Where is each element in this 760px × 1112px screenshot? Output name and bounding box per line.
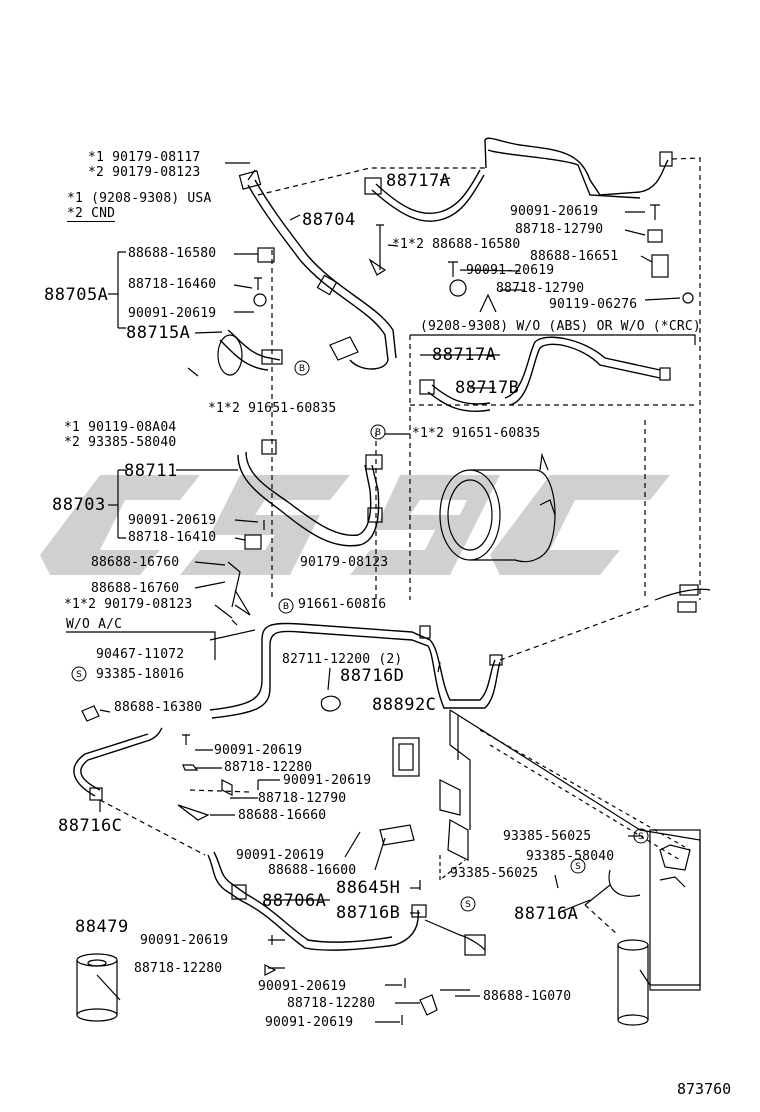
symbol-b-3: B	[283, 602, 289, 612]
part-label: 88688-16660	[238, 808, 327, 823]
part-label: 93385-56025	[450, 866, 539, 881]
part-label: 88718-16410	[128, 530, 217, 545]
compressor	[439, 452, 556, 563]
symbol-b-2: B	[375, 428, 381, 438]
part-label: 93385-18016	[96, 667, 185, 682]
symbol-s-3: S	[575, 862, 581, 872]
part-label: *1 90179-08117	[88, 150, 201, 165]
part-label: 90091-20619	[236, 848, 325, 863]
part-label: 88688-1G070	[483, 989, 572, 1004]
part-label: 88718-12280	[287, 996, 376, 1011]
symbol-s-2: S	[638, 832, 644, 842]
part-label: 88716B	[336, 903, 401, 923]
symbol-b-1: B	[299, 364, 305, 374]
part-label: 88688-16600	[268, 863, 357, 878]
part-label: 88706A	[262, 891, 327, 911]
part-label: 88718-12790	[258, 791, 347, 806]
part-label: 88688-16651	[530, 249, 619, 264]
part-label: 90091-20619	[265, 1015, 354, 1030]
part-label: *2 93385-58040	[64, 435, 177, 450]
part-label: 88716C	[58, 816, 123, 836]
part-label: 88703	[52, 495, 106, 515]
receiver-dryer	[617, 939, 649, 1026]
wo-ac-label: W/O A/C	[66, 617, 123, 632]
part-label: 82711-12200 (2)	[282, 652, 403, 667]
part-label: 88717B	[455, 378, 520, 398]
part-label: 88716A	[514, 904, 579, 924]
part-label: 91661-60816	[298, 597, 387, 612]
part-label: 90091-20619	[466, 263, 555, 278]
variant-label: (9208-9308) W/O (ABS) OR W/O (*CRC)	[420, 319, 701, 334]
part-label: 88711	[124, 461, 178, 481]
part-label: *1*2 90179-08123	[64, 597, 193, 612]
part-label: 88688-16380	[114, 700, 203, 715]
part-label: 88892C	[372, 695, 437, 715]
watermark-logo	[40, 475, 670, 575]
part-label: 88718-12790	[496, 281, 585, 296]
part-label: 90091-20619	[128, 513, 217, 528]
part-label: 90467-11072	[96, 647, 185, 662]
part-label: 90091-20619	[510, 204, 599, 219]
part-label: 90119-06276	[549, 297, 638, 312]
part-label: 90091-20619	[258, 979, 347, 994]
part-label: 88716D	[340, 666, 405, 686]
part-label: 88717A	[386, 171, 451, 191]
footnote-2: *2 CND	[67, 206, 116, 222]
part-label: 90091-20619	[140, 933, 229, 948]
part-label: *1 90119-08A04	[64, 420, 177, 435]
part-label: 88705A	[44, 285, 109, 305]
symbol-s-4: S	[465, 900, 471, 910]
part-label: 88718-16460	[128, 277, 217, 292]
part-label: 88645H	[336, 878, 401, 898]
part-label: 88715A	[126, 323, 191, 343]
part-label: *2 90179-08123	[88, 165, 201, 180]
condenser	[449, 709, 701, 991]
footnote-1: *1 (9208-9308) USA	[67, 191, 212, 206]
part-label: 90091-20619	[128, 306, 217, 321]
part-label: 93385-58040	[526, 849, 615, 864]
part-label: 88718-12790	[515, 222, 604, 237]
part-label: 88718-12280	[134, 961, 223, 976]
part-label: 88688-16760	[91, 581, 180, 596]
part-label: *1*2 91651-60835	[412, 426, 541, 441]
part-label: 88704	[302, 210, 356, 230]
part-label: 88718-12280	[224, 760, 313, 775]
part-label: 88717A	[432, 345, 497, 365]
part-label: *1*2 91651-60835	[208, 401, 337, 416]
hose-88704	[238, 170, 397, 370]
part-label: 90091-20619	[214, 743, 303, 758]
part-label: 88479	[75, 917, 129, 937]
part-label: *1*2 88688-16580	[392, 237, 521, 252]
part-label: 88688-16580	[128, 246, 217, 261]
part-label: 90091-20619	[283, 773, 372, 788]
diagram-id: 873760	[677, 1080, 732, 1098]
filter-88479	[76, 953, 118, 1022]
part-label: 93385-56025	[503, 829, 592, 844]
part-label: 88688-16760	[91, 555, 180, 570]
part-label: 90179-08123	[300, 555, 389, 570]
symbol-s-1: S	[76, 670, 82, 680]
